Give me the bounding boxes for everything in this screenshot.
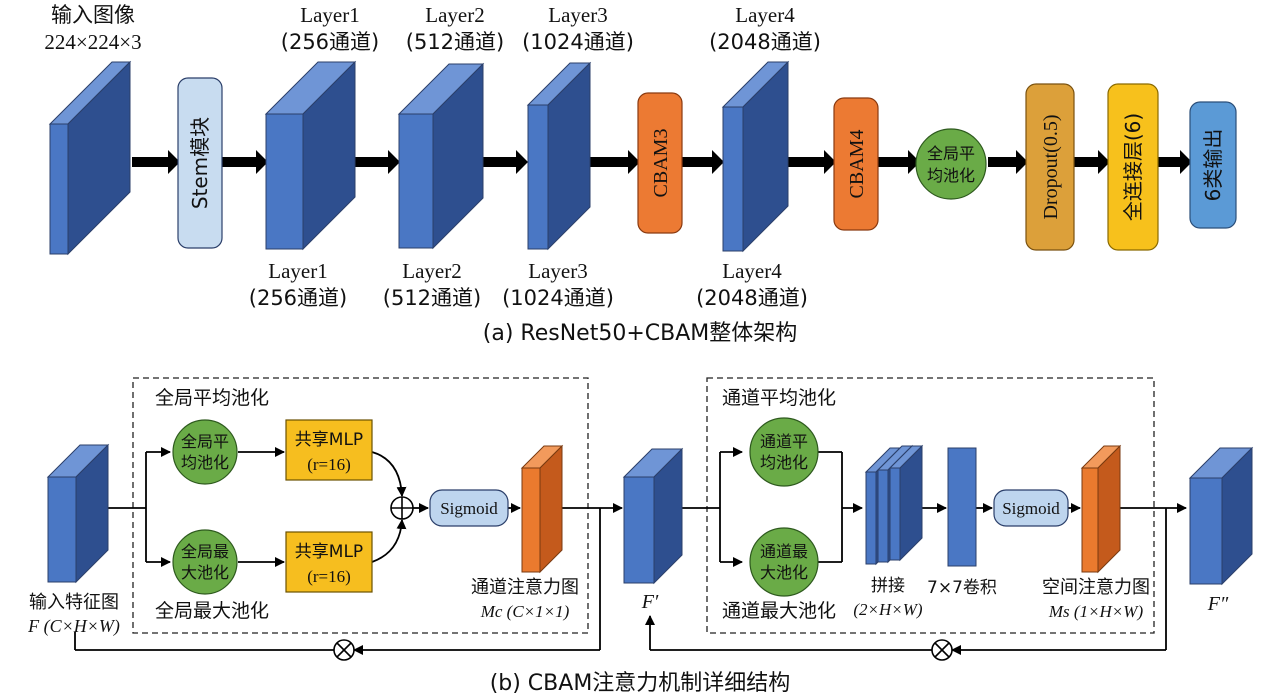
layer3-top-name: Layer3 — [548, 3, 607, 27]
output-label: 6类输出 — [1201, 129, 1225, 202]
spatial-attention-label-line1: 空间注意力图 — [1042, 577, 1150, 598]
input-feature-block — [46, 443, 110, 584]
spatial-attention-box — [706, 377, 1155, 634]
caption-a: (a) ResNet50+CBAM整体架构 — [483, 321, 797, 346]
input-image-block — [48, 60, 132, 256]
input-label-line2: 224×224×3 — [44, 30, 141, 54]
f-double-prime-label: F″ — [1207, 593, 1229, 615]
shared-mlp-top — [285, 419, 373, 481]
sigmoid-1 — [429, 489, 509, 527]
layer4-block — [721, 60, 790, 253]
channel-max-pool-label: 通道最大池化 — [722, 600, 836, 622]
output-block — [1189, 101, 1237, 229]
shared-mlp-top-line2: (r=16) — [307, 455, 351, 474]
cmp-circle-line1: 通道最 — [760, 542, 808, 561]
gap-circle-b — [172, 419, 238, 485]
input-label-line1: 输入图像 — [51, 3, 135, 27]
cbam3-label: CBAM3 — [650, 129, 672, 198]
concat-label-line1: 拼接 — [871, 576, 905, 596]
cap-circle-line1: 通道平 — [760, 432, 808, 451]
gap-label-line1: 全局平 — [927, 144, 975, 163]
conv-block — [947, 447, 977, 567]
shared-mlp-bottom-line2: (r=16) — [307, 567, 351, 586]
input-feature-label-line2: F (C×H×W) — [27, 616, 120, 637]
gap-circle — [915, 128, 987, 200]
cbam4-label: CBAM4 — [846, 130, 868, 199]
f-prime-block — [622, 447, 684, 585]
part-b: 全局平均池化 全局最大池化 通道平均池化 通道最大池化 — [27, 377, 1254, 696]
cbam3-block — [637, 92, 683, 234]
layer1-bottom-channels: (256通道) — [249, 286, 347, 310]
gap-circle-b-line1: 全局平 — [181, 432, 229, 451]
spatial-box-title: 通道平均池化 — [722, 387, 836, 409]
sigmoid-1-label: Sigmoid — [440, 499, 498, 518]
add-symbol — [390, 496, 414, 520]
caption-b: (b) CBAM注意力机制详细结构 — [490, 671, 791, 696]
input-feature-label-line1: 输入特征图 — [29, 592, 119, 613]
cmp-circle — [749, 527, 819, 597]
channel-attention-box — [132, 377, 589, 634]
layer2-bottom-name: Layer2 — [402, 259, 461, 283]
layer3-top-channels: (1024通道) — [522, 30, 634, 54]
layer4-bottom-channels: (2048通道) — [696, 286, 808, 310]
concat-label-line2: (2×H×W) — [853, 600, 923, 619]
channel-attention-map — [520, 444, 564, 574]
layer4-top-channels: (2048通道) — [709, 30, 821, 54]
layer3-block — [526, 61, 592, 251]
conv-label: 7×7卷积 — [927, 578, 997, 598]
layer2-top-channels: (512通道) — [406, 30, 504, 54]
gmp-circle-b-line1: 全局最 — [181, 542, 229, 561]
gap-label-line2: 均池化 — [927, 166, 975, 185]
sigmoid-2-label: Sigmoid — [1002, 499, 1060, 518]
layer1-top-name: Layer1 — [300, 3, 359, 27]
layer2-block — [397, 62, 485, 250]
spatial-attention-map — [1080, 444, 1122, 574]
channel-box-title: 全局平均池化 — [155, 387, 269, 409]
gap-circle-b-line2: 均池化 — [181, 453, 229, 472]
dropout-block — [1025, 83, 1075, 251]
multiply-symbol-1 — [333, 639, 355, 661]
layer4-bottom-name: Layer4 — [722, 259, 782, 283]
stem-block — [177, 77, 223, 249]
concat-block — [864, 444, 924, 566]
global-max-pool-label: 全局最大池化 — [155, 600, 269, 622]
cap-circle — [749, 417, 819, 487]
stem-label: Stem模块 — [188, 117, 212, 209]
layer4-top-name: Layer4 — [735, 3, 795, 27]
channel-attention-label-line2: Mc (C×1×1) — [480, 602, 570, 621]
f-prime-label: F′ — [641, 591, 659, 613]
gmp-circle-b — [172, 529, 238, 595]
layer1-bottom-name: Layer1 — [268, 259, 327, 283]
layer1-top-channels: (256通道) — [281, 30, 379, 54]
layer2-top-name: Layer2 — [425, 3, 484, 27]
multiply-symbol-2 — [931, 639, 953, 661]
shared-mlp-bottom — [285, 531, 373, 593]
spatial-attention-label-line2: Ms (1×H×W) — [1048, 602, 1144, 621]
part-a: 输入图像 224×224×3 Stem模块 Layer1 (256通道) Lay… — [44, 3, 1237, 346]
cap-circle-line2: 均池化 — [760, 453, 808, 472]
cbam4-block — [833, 97, 879, 231]
channel-attention-label-line1: 通道注意力图 — [471, 577, 579, 598]
fc-block — [1107, 83, 1159, 251]
layer3-bottom-channels: (1024通道) — [502, 286, 614, 310]
shared-mlp-top-line1: 共享MLP — [295, 430, 363, 450]
layer2-bottom-channels: (512通道) — [383, 286, 481, 310]
shared-mlp-bottom-line1: 共享MLP — [295, 542, 363, 562]
f-double-prime-block — [1188, 446, 1254, 586]
layer3-bottom-name: Layer3 — [528, 259, 587, 283]
dropout-label: Dropout(0.5) — [1040, 115, 1062, 220]
layer1-block — [264, 60, 357, 251]
fc-label: 全连接层(6) — [1121, 113, 1145, 221]
gmp-circle-b-line2: 大池化 — [181, 563, 229, 582]
cmp-circle-line2: 大池化 — [760, 563, 808, 582]
sigmoid-2 — [993, 489, 1069, 527]
